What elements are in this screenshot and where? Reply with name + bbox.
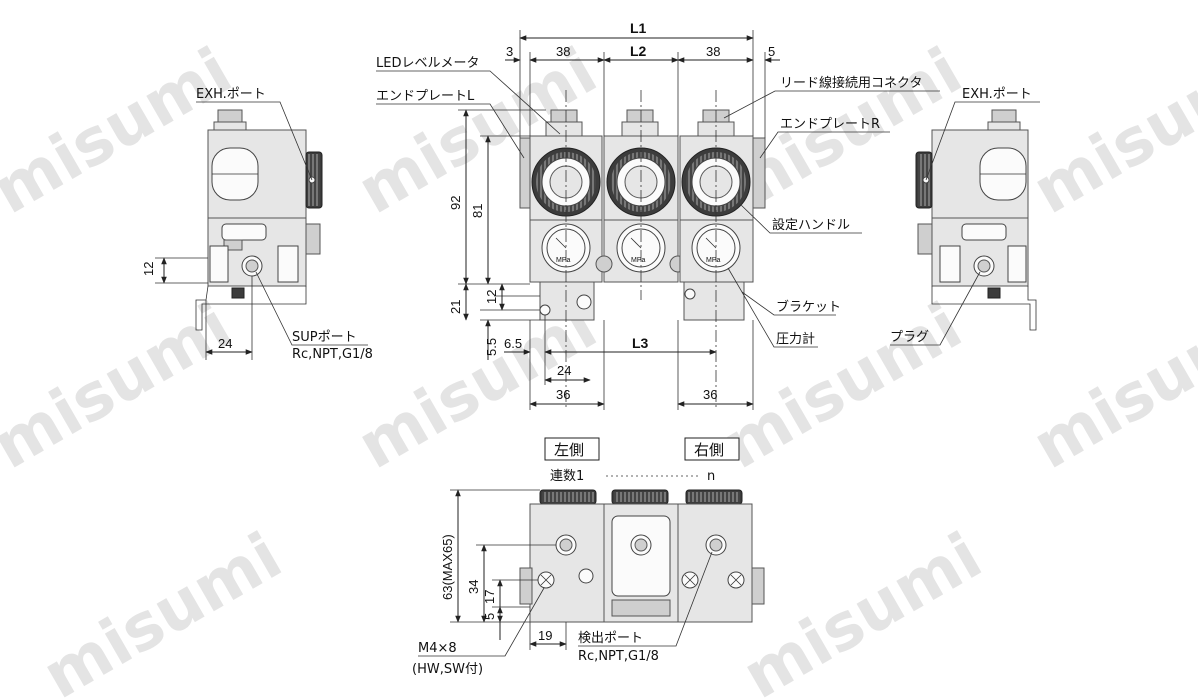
dim-17: 17 xyxy=(482,590,497,604)
dim-19: 19 xyxy=(538,628,552,643)
dim-92: 92 xyxy=(448,196,463,210)
dim-24-left: 24 xyxy=(218,336,232,351)
label-station-n: n xyxy=(707,469,715,484)
dim-63-max65: 63(MAX65) xyxy=(440,534,455,600)
bottom-view: 左側 右側 連数1 n xyxy=(412,437,765,677)
label-detect-port-spec: Rc,NPT,G1/8 xyxy=(578,649,659,664)
label-plug: プラグ xyxy=(890,330,929,345)
dim-38-a: 38 xyxy=(556,44,570,59)
dim-36-b: 36 xyxy=(703,387,717,402)
unit-3: MPa xyxy=(679,109,754,321)
dim-L3: L3 xyxy=(632,335,649,351)
label-m4: M4×8 xyxy=(418,641,457,656)
watermark: misumi xyxy=(0,289,244,484)
watermark: misumi xyxy=(1021,34,1198,229)
dim-5-5: 5.5 xyxy=(484,338,499,356)
label-end-plate-l: エンドプレートL xyxy=(376,89,475,104)
label-set-handle: 設定ハンドル xyxy=(772,217,850,233)
gauge-unit-2: MPa xyxy=(631,257,646,264)
left-side-view: 12 24 EXH.ポート SUPポート Rc,NPT,G1/8 xyxy=(141,87,373,362)
dim-36-a: 36 xyxy=(556,387,570,402)
label-detect-port: 検出ポート xyxy=(578,631,643,646)
dim-5-bottom: 5 xyxy=(482,613,497,620)
watermark: misumi xyxy=(31,519,294,700)
dim-81: 81 xyxy=(470,204,485,218)
front-view: MPa MPa xyxy=(376,20,940,410)
label-led-meter: LEDレベルメータ xyxy=(376,56,479,71)
label-exh-port-right: EXH.ポート xyxy=(962,87,1032,102)
watermark: misumi xyxy=(731,519,994,700)
label-exh-port-left: EXH.ポート xyxy=(196,87,266,102)
watermark: misumi xyxy=(1021,289,1198,484)
label-gauge: 圧力計 xyxy=(776,331,815,347)
label-lead-connector: リード線接続用コネクタ xyxy=(780,75,922,91)
dim-6-5: 6.5 xyxy=(504,336,522,351)
dim-5-top: 5 xyxy=(768,44,775,59)
gauge-unit-3: MPa xyxy=(706,257,721,264)
label-right-side: 右側 xyxy=(694,441,724,459)
watermark: misumi xyxy=(0,34,244,229)
dim-12-front: 12 xyxy=(484,290,499,304)
label-sup-port-spec: Rc,NPT,G1/8 xyxy=(292,347,373,362)
dim-21: 21 xyxy=(448,300,463,314)
watermark: misumi xyxy=(711,289,974,484)
label-sup-port: SUPポート xyxy=(292,330,357,345)
dim-34: 34 xyxy=(466,580,481,594)
dim-24-front: 24 xyxy=(557,363,571,378)
right-side-view: EXH.ポート プラグ xyxy=(890,87,1040,346)
gauge-unit-1: MPa xyxy=(556,257,571,264)
label-station-1: 連数1 xyxy=(550,469,584,484)
label-end-plate-r: エンドプレートR xyxy=(780,117,880,132)
dim-38-b: 38 xyxy=(706,44,720,59)
dim-3: 3 xyxy=(506,44,513,59)
dim-12-left: 12 xyxy=(141,262,156,276)
label-left-side: 左側 xyxy=(554,441,584,459)
dim-L2: L2 xyxy=(630,43,647,59)
label-bracket: ブラケット xyxy=(776,299,841,315)
dim-L1: L1 xyxy=(630,20,647,36)
label-m4-note: (HW,SW付) xyxy=(412,662,483,677)
